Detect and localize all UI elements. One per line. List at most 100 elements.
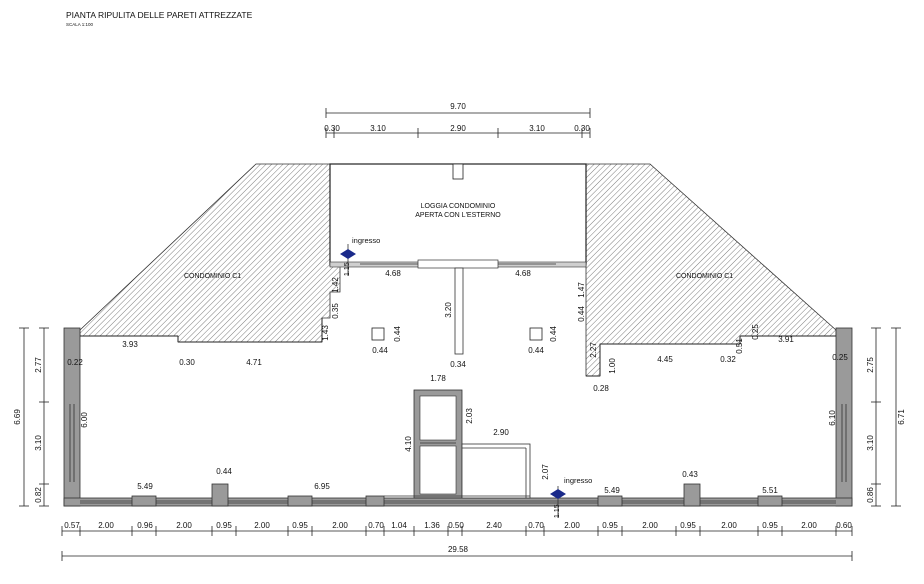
- dim-bottom-17: 0.95: [680, 521, 696, 530]
- dim-bottom-8: 0.70: [368, 521, 384, 530]
- dim-0-44-sq-left-v: 0.44: [393, 326, 402, 342]
- dim-5-51: 5.51: [762, 486, 778, 495]
- condominio-left-label: CONDOMINIO C1: [184, 273, 241, 280]
- ingresso-top-marker: ingresso 1.15: [340, 236, 380, 276]
- dim-right-2: 0.86: [866, 487, 875, 503]
- dim-6-10: 6.10: [828, 410, 837, 426]
- loggia-label-line2: APERTA CON L'ESTERNO: [415, 212, 501, 219]
- interior-dimensions: 4.68 4.68 1.42 0.35 1.43 3.20 1.47 0.44 …: [67, 269, 848, 495]
- dim-bottom-16: 2.00: [642, 521, 658, 530]
- dim-top-1: 3.10: [370, 124, 386, 133]
- loggia-label-line1: LOGGIA CONDOMINIO: [421, 203, 496, 210]
- dim-bottom-1: 2.00: [98, 521, 114, 530]
- dim-top-0: 0.30: [324, 124, 340, 133]
- dim-1-78: 1.78: [430, 374, 446, 383]
- step-left-label: 1.15: [344, 262, 351, 276]
- central-partition: [454, 267, 464, 355]
- condominio-hatch-left: [79, 163, 341, 343]
- dim-2-90: 2.90: [493, 428, 509, 437]
- dim-bottom-3: 2.00: [176, 521, 192, 530]
- dim-left-overall: 6.69: [13, 409, 22, 425]
- ingresso-top-label: ingresso: [352, 236, 380, 245]
- dim-0-43-pier: 0.43: [682, 470, 698, 479]
- dim-0-51: 0.51: [735, 338, 744, 354]
- dim-6-00: 6.00: [80, 412, 89, 428]
- dim-1-43: 1.43: [321, 325, 330, 341]
- dim-0-32: 0.32: [720, 355, 736, 364]
- dim-3-93: 3.93: [122, 340, 138, 349]
- dim-0-35: 0.35: [331, 303, 340, 319]
- dim-bottom-15: 0.95: [602, 521, 618, 530]
- dim-4-71: 4.71: [246, 358, 262, 367]
- dim-bottom-19: 0.95: [762, 521, 778, 530]
- dim-bottom-overall: 29.58: [448, 545, 469, 554]
- dim-0-34: 0.34: [450, 360, 466, 369]
- dim-bottom-2: 0.96: [137, 521, 153, 530]
- dim-0-22: 0.22: [67, 358, 83, 367]
- dim-6-95: 6.95: [314, 482, 330, 491]
- dim-0-44-sq-left-h: 0.44: [372, 346, 388, 355]
- loggia-area: [329, 163, 587, 265]
- ingresso-bottom-label: ingresso: [564, 476, 592, 485]
- dim-top-2: 2.90: [450, 124, 466, 133]
- dim-left-0: 2.77: [34, 357, 43, 373]
- dim-1-47: 1.47: [577, 282, 586, 298]
- dim-right-overall: 6.71: [897, 409, 906, 425]
- dim-overall-top: 9.70: [450, 102, 466, 111]
- dim-1-42: 1.42: [331, 277, 340, 293]
- dim-5-49-right: 5.49: [604, 486, 620, 495]
- dim-bottom-11: 0.50: [448, 521, 464, 530]
- dim-bottom-13: 0.70: [528, 521, 544, 530]
- dim-left-2: 0.82: [34, 487, 43, 503]
- ingresso-bottom-marker: ingresso 1.15: [550, 476, 592, 518]
- bottom-piers: [131, 483, 783, 507]
- dim-bottom-14: 2.00: [564, 521, 580, 530]
- dim-bottom-6: 0.95: [292, 521, 308, 530]
- dim-0-44-v: 0.44: [577, 306, 586, 322]
- right-dimension-chain: 6.71 2.75 3.10 0.86: [866, 327, 906, 507]
- dim-bottom-0: 0.57: [64, 521, 80, 530]
- dim-bottom-20: 2.00: [801, 521, 817, 530]
- dim-2-03: 2.03: [465, 408, 474, 424]
- loggia-opening: [417, 259, 499, 269]
- dim-0-44-sq-right-v: 0.44: [549, 326, 558, 342]
- condominio-right-label: CONDOMINIO C1: [676, 273, 733, 280]
- top-dimension-chain: 9.70 0.30 3.10 2.90 3.10 0.30: [324, 102, 591, 138]
- main-outer-walls: [63, 318, 853, 507]
- core-block: [384, 389, 531, 499]
- dim-bottom-4: 0.95: [216, 521, 232, 530]
- dim-4-45: 4.45: [657, 355, 673, 364]
- drawing-scale: SCALA 1:100: [66, 22, 94, 27]
- column-right: [529, 327, 543, 341]
- dim-top-3: 3.10: [529, 124, 545, 133]
- dim-0-44-sq-right-h: 0.44: [528, 346, 544, 355]
- loggia-column: [452, 163, 464, 180]
- dim-5-49-left: 5.49: [137, 482, 153, 491]
- dim-top-4: 0.30: [574, 124, 590, 133]
- left-dimension-chain: 6.69 2.77 3.10 0.82: [13, 327, 49, 507]
- dim-0-25-v: 0.25: [751, 324, 760, 340]
- drawing-title: PIANTA RIPULITA DELLE PARETI ATTREZZATE: [66, 10, 253, 20]
- dim-2-07: 2.07: [541, 464, 550, 480]
- dim-bottom-10: 1.36: [424, 521, 440, 530]
- dim-bottom-12: 2.40: [486, 521, 502, 530]
- dim-bottom-7: 2.00: [332, 521, 348, 530]
- dim-0-28: 0.28: [593, 384, 609, 393]
- dim-0-44-pier: 0.44: [216, 467, 232, 476]
- dim-bottom-18: 2.00: [721, 521, 737, 530]
- dim-2-27: 2.27: [589, 342, 598, 358]
- dim-3-91: 3.91: [778, 335, 794, 344]
- dim-bottom-5: 2.00: [254, 521, 270, 530]
- dim-right-0: 2.75: [866, 357, 875, 373]
- dim-right-1: 3.10: [866, 435, 875, 451]
- column-left: [371, 327, 385, 341]
- dim-4-10: 4.10: [404, 436, 413, 452]
- dim-3-20: 3.20: [444, 302, 453, 318]
- dim-1-00: 1.00: [608, 358, 617, 374]
- side-windows: [69, 404, 847, 482]
- dim-0-30: 0.30: [179, 358, 195, 367]
- dim-4-68-left: 4.68: [385, 269, 401, 278]
- step-right-label: 1.15: [554, 504, 561, 518]
- bottom-dimension-chain: 0.57 2.00 0.96 2.00 0.95 2.00 0.95 2.00 …: [61, 521, 853, 561]
